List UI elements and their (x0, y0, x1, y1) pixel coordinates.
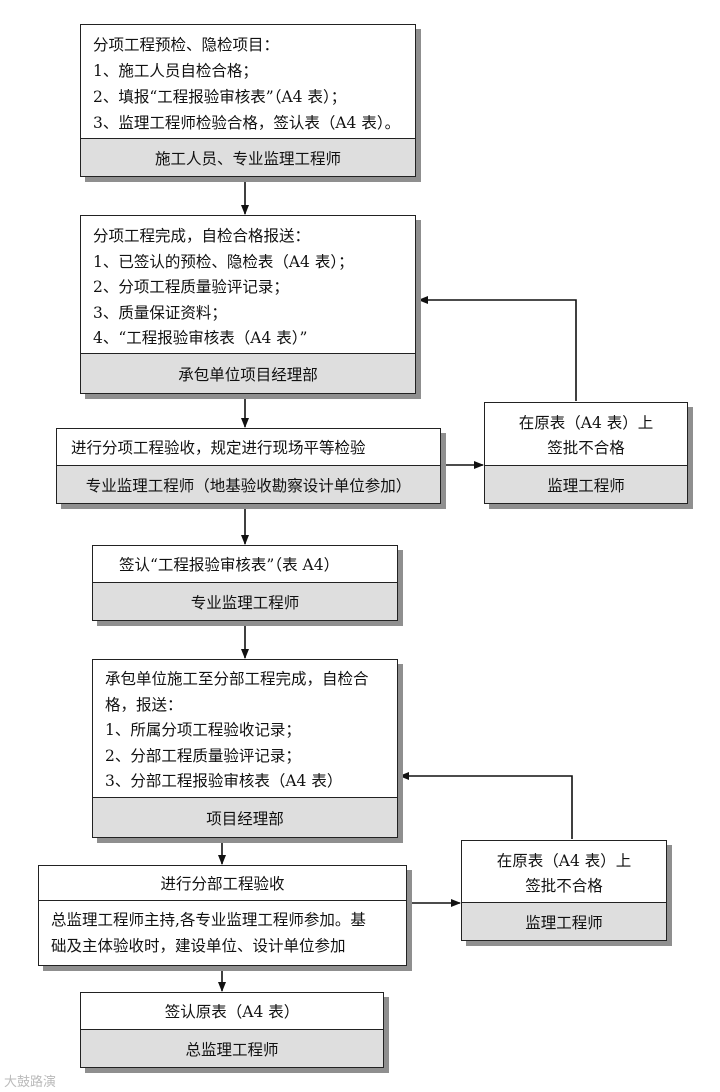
box-footer: 总监理工程师主持,各专业监理工程师参加。基 础及主体验收时，建设单位、设计单位参… (39, 900, 406, 965)
box-body: 签认“工程报验审核表”（表 A4） (93, 546, 397, 578)
box-footer: 专业监理工程师 (93, 582, 397, 620)
box-line: 分项工程完成，自检合格报送： (93, 227, 311, 245)
box-body: 分项工程预检、隐检项目： 1、施工人员自检合格； 2、填报“工程报验审核表”（A… (81, 25, 415, 140)
box-line: 承包单位施工至分部工程完成，自检合 (105, 670, 369, 688)
box-line: 2、分部工程质量验评记录； (105, 746, 301, 765)
box-line: 格，报送： (105, 695, 183, 714)
box-line: 2、填报“工程报验审核表”（A4 表）； (93, 88, 347, 106)
box-line: 签批不合格 (547, 439, 625, 457)
box-line: 1、已签认的预检、隐检表（A4 表）； (93, 252, 354, 271)
box-line: 签认原表（A4 表） (164, 1002, 300, 1021)
box-body: 在原表（A4 表）上 签批不合格 (485, 403, 687, 465)
box-footer: 总监理工程师 (81, 1029, 383, 1067)
box-line: 在原表（A4 表）上 (496, 852, 632, 870)
box-line: 1、所属分项工程验收记录； (105, 721, 301, 739)
box-division-acceptance: 进行分部工程验收 总监理工程师主持,各专业监理工程师参加。基 础及主体验收时，建… (38, 865, 407, 966)
box-footer: 项目经理部 (93, 797, 397, 837)
box-line: 签认“工程报验审核表”（表 A4） (119, 556, 340, 574)
box-body: 进行分项工程验收，规定进行现场平等检验 (57, 429, 440, 461)
box-line: 签批不合格 (525, 877, 603, 895)
box-subitem-precheck: 分项工程预检、隐检项目： 1、施工人员自检合格； 2、填报“工程报验审核表”（A… (80, 24, 416, 177)
box-footer: 施工人员、专业监理工程师 (81, 138, 415, 176)
box-line: 分项工程预检、隐检项目： (93, 36, 280, 54)
arrow-r2-b5 (399, 772, 573, 839)
box-division-complete-report: 承包单位施工至分部工程完成，自检合 格，报送： 1、所属分项工程验收记录； 2、… (92, 659, 398, 838)
box-line: 进行分项工程验收，规定进行现场平等检验 (71, 439, 366, 457)
box-footer: 专业监理工程师（地基验收勘察设计单位参加） (57, 465, 440, 503)
box-body: 在原表（A4 表）上 签批不合格 (462, 841, 666, 903)
box-reject-2: 在原表（A4 表）上 签批不合格 监理工程师 (461, 840, 667, 941)
box-line: 1、施工人员自检合格； (93, 62, 258, 80)
watermark-text: 大鼓路演 (4, 1075, 57, 1090)
box-subitem-complete-report: 分项工程完成，自检合格报送： 1、已签认的预检、隐检表（A4 表）； 2、分项工… (80, 215, 416, 394)
box-sign-original: 签认原表（A4 表） 总监理工程师 (80, 992, 384, 1068)
box-line: 3、质量保证资料； (93, 303, 227, 322)
box-subitem-acceptance: 进行分项工程验收，规定进行现场平等检验 专业监理工程师（地基验收勘察设计单位参加… (56, 428, 441, 504)
box-sign-report: 签认“工程报验审核表”（表 A4） 专业监理工程师 (92, 545, 398, 621)
box-body: 承包单位施工至分部工程完成，自检合 格，报送： 1、所属分项工程验收记录； 2、… (93, 660, 397, 799)
box-line: 3、监理工程师检验合格，签认表（A4 表）。 (93, 114, 401, 132)
arrow-r1-b2 (418, 296, 577, 401)
box-reject-1: 在原表（A4 表）上 签批不合格 监理工程师 (484, 402, 688, 504)
box-line: 进行分部工程验收 (160, 875, 285, 893)
box-line: 总监理工程师主持,各专业监理工程师参加。基 (51, 911, 366, 929)
box-body: 进行分部工程验收 (39, 866, 406, 902)
box-line: 在原表（A4 表）上 (518, 414, 654, 432)
box-line: 2、分项工程质量验评记录； (93, 278, 289, 296)
box-line: 础及主体验收时，建设单位、设计单位参加 (51, 937, 346, 955)
box-body: 签认原表（A4 表） (81, 993, 383, 1030)
box-footer: 监理工程师 (462, 902, 666, 940)
box-body: 分项工程完成，自检合格报送： 1、已签认的预检、隐检表（A4 表）； 2、分项工… (81, 216, 415, 356)
box-line: 3、分部工程报验审核表（A4 表） (105, 772, 343, 790)
box-footer: 监理工程师 (485, 465, 687, 503)
box-line: 4、“工程报验审核表（A4 表）” (93, 329, 308, 347)
box-footer: 承包单位项目经理部 (81, 353, 415, 393)
